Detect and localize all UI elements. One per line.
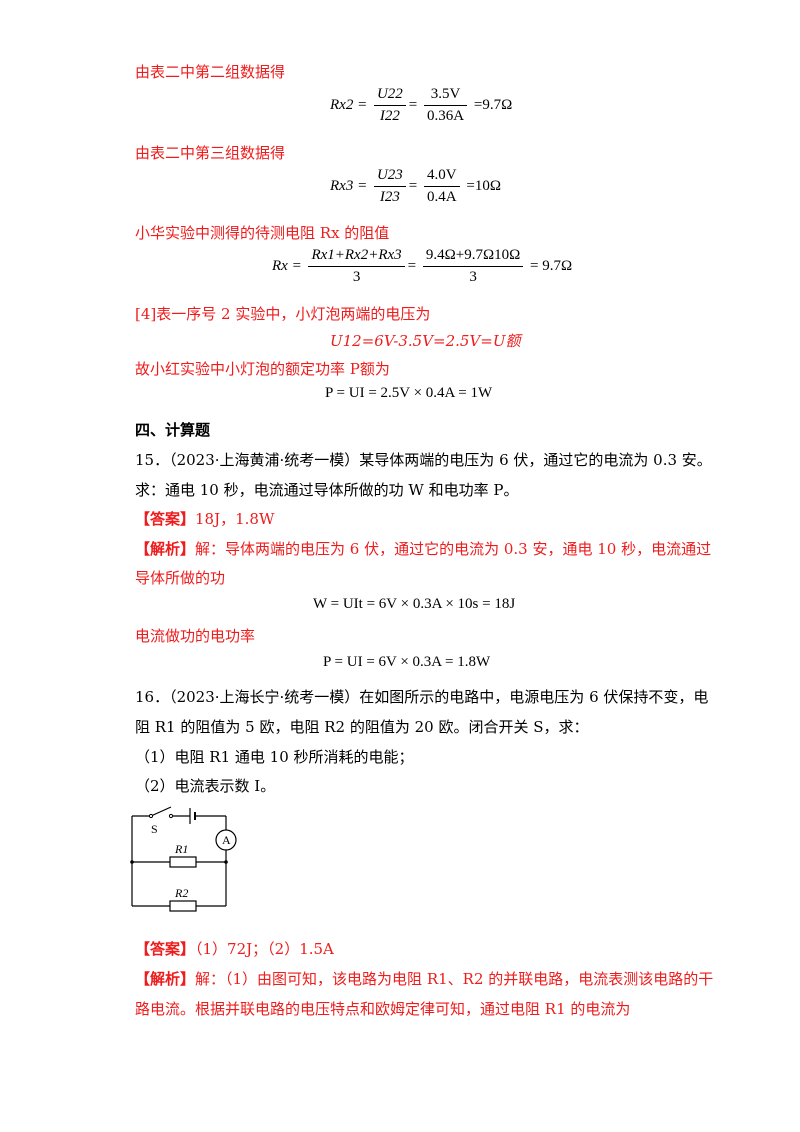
answer-tag: 【答案】 (135, 940, 196, 958)
explanation-tag: 【解析】 (135, 540, 196, 558)
question-16-line2: 阻 R1 的阻值为 5 欧，电阻 R2 的阻值为 20 欧。闭合开关 S，求： (135, 718, 589, 736)
switch-blade (150, 806, 172, 817)
formula-work: W = UIt = 6V × 0.3A × 10s = 18J (313, 596, 516, 612)
explanation-tag: 【解析】 (135, 970, 196, 988)
formula-rhs: =9.7Ω (473, 96, 513, 113)
question-16-part1: （1）电阻 R1 通电 10 秒所消耗的电能； (135, 748, 414, 766)
text-line: [4]表一序号 2 实验中，小灯泡两端的电压为 (135, 305, 431, 323)
formula-rhs: =10Ω (466, 177, 501, 194)
text-line: 电流做功的电功率 (135, 627, 256, 645)
fraction-numerator: Rx1+Rx2+Rx3 (308, 247, 405, 267)
explanation-text: 解：导体两端的电压为 6 伏，通过它的电流为 0.3 安，通电 10 秒，电流通… (195, 540, 712, 558)
junction-dot (130, 860, 134, 864)
resistor-r1 (169, 856, 197, 868)
text-line: 由表二中第三组数据得 (135, 144, 286, 162)
answer-15: 【答案】18J，1.8W (135, 508, 274, 530)
formula-power: P = UI = 2.5V × 0.4A = 1W (325, 385, 493, 401)
fraction-denominator: 0.4A (427, 189, 457, 205)
fraction-denominator: I22 (379, 108, 400, 124)
switch-contact (148, 813, 154, 819)
r1-label: R1 (174, 842, 188, 856)
question-16-part2: （2）电流表示数 I。 (135, 777, 276, 795)
explanation-15: 【解析】解：导体两端的电压为 6 伏，通过它的电流为 0.3 安，通电 10 秒… (135, 538, 711, 560)
text-line: 小华实验中测得的待测电阻 Rx 的阻值 (135, 224, 390, 242)
answer-text: 18J，1.8W (195, 510, 275, 528)
circuit-diagram: S A R1 R2 (130, 806, 237, 912)
explanation-16: 【解析】解：（1）由图可知，该电路为电阻 R1、R2 的并联电路，电流表测该电路… (135, 968, 713, 990)
fraction-denominator: 3 (469, 269, 477, 285)
text-line: 故小红实验中小灯泡的额定功率 P额为 (135, 360, 390, 378)
fraction-numerator: 4.0V (424, 167, 460, 187)
switch-label: S (151, 822, 158, 836)
r2-label: R2 (174, 886, 188, 900)
formula-lhs: Rx3 = (330, 177, 368, 194)
fraction-denominator: 0.36A (427, 108, 465, 124)
text-line: 导体所做的功 (135, 569, 226, 587)
formula-lhs: Rx = (272, 257, 302, 274)
fraction-numerator: 3.5V (424, 86, 468, 106)
formula-power-2: P = UI = 6V × 0.3A = 1.8W (323, 654, 491, 670)
ammeter-label: A (222, 833, 231, 847)
formula-rhs: = 9.7Ω (530, 257, 573, 274)
formula-u12: U12=6V-3.5V=2.5V=U额 (330, 332, 521, 350)
fraction-numerator: U22 (373, 86, 406, 106)
question-15-line1: 15．（2023·上海黄浦·统考一模）某导体两端的电压为 6 伏，通过它的电流为… (135, 451, 712, 469)
answer-tag: 【答案】 (135, 510, 196, 528)
resistor-r2 (169, 900, 197, 912)
formula-lhs: Rx2 = (330, 96, 368, 113)
junction-dot (224, 860, 228, 864)
fraction-denominator: 3 (352, 269, 361, 285)
answer-text: （1）72J；（2）1.5A (195, 940, 334, 958)
text-line: 路电流。根据并联电路的电压特点和欧姆定律可知，通过电阻 R1 的电流为 (135, 1000, 631, 1018)
question-15-line2: 求：通电 10 秒，电流通过导体所做的功 W 和电功率 P。 (135, 481, 519, 499)
text-line: 由表二中第二组数据得 (135, 63, 286, 81)
fraction-numerator: 9.4Ω+9.7Ω10Ω (422, 247, 524, 267)
explanation-text: 解：（1）由图可知，该电路为电阻 R1、R2 的并联电路，电流表测该电路的干 (195, 970, 714, 988)
fraction-numerator: U23 (373, 167, 406, 187)
question-16-line1: 16．（2023·上海长宁·统考一模）在如图所示的电路中，电源电压为 6 伏保持… (135, 688, 709, 706)
fraction-denominator: I23 (379, 189, 400, 205)
section-heading: 四、计算题 (135, 421, 211, 439)
answer-16: 【答案】（1）72J；（2）1.5A (135, 938, 334, 960)
switch-contact (168, 813, 174, 819)
